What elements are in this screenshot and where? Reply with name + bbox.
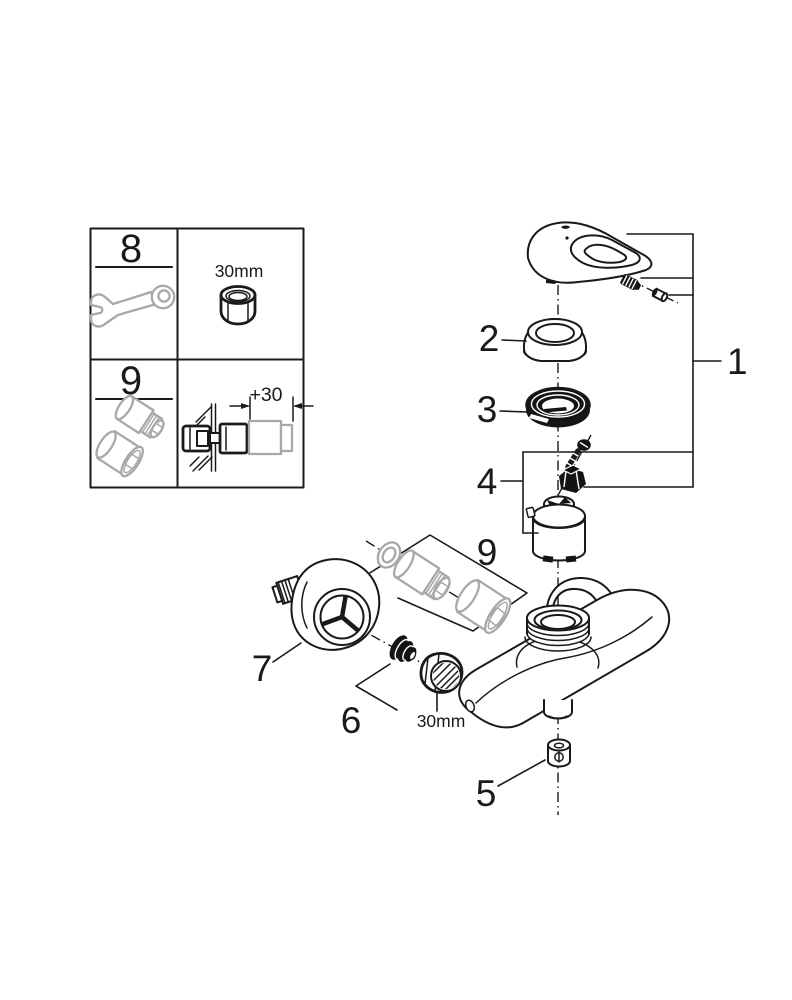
dimension-arrow-right bbox=[293, 403, 302, 409]
s-union-escutcheon-drawing bbox=[271, 558, 381, 651]
open-end-wrench-icon bbox=[89, 284, 176, 328]
callout-4: 4 bbox=[477, 461, 498, 502]
leader-7 bbox=[272, 642, 302, 663]
mounting-nut-drawing bbox=[525, 386, 591, 428]
handle-grub-screw-drawing bbox=[620, 274, 642, 290]
legend-nut-size-label: 30mm bbox=[215, 261, 264, 281]
hex-nut-icon bbox=[219, 285, 257, 326]
washer-drawing bbox=[376, 541, 402, 569]
wall-extension-installation-icon bbox=[181, 396, 314, 472]
leader-3 bbox=[499, 410, 528, 413]
body-outlet-stub bbox=[543, 699, 573, 720]
union-nut-drawing bbox=[419, 652, 464, 694]
bracket-6 bbox=[355, 663, 398, 711]
extension-fittings-icon bbox=[95, 394, 165, 478]
legend-box-border bbox=[89, 227, 305, 489]
callout-5: 5 bbox=[476, 773, 497, 814]
callout-7: 7 bbox=[252, 648, 273, 689]
legend-installation-cell: +30 bbox=[181, 384, 314, 472]
legend-number-9: 9 bbox=[120, 359, 142, 403]
callout-2: 2 bbox=[479, 318, 500, 359]
legend-dimension-label: +30 bbox=[249, 384, 282, 406]
extension-set-drawing bbox=[376, 541, 512, 635]
cap-ring-drawing bbox=[522, 318, 588, 362]
lever-handle-drawing bbox=[526, 221, 653, 284]
dimension-arrow-left bbox=[241, 403, 250, 409]
cartridge-adapter-drawing bbox=[559, 464, 586, 493]
callout-9: 9 bbox=[477, 532, 498, 573]
outlet-bushing-drawing bbox=[547, 738, 571, 768]
nut-size-label: 30mm bbox=[417, 711, 466, 731]
legend-extension-cell: 9 bbox=[95, 359, 173, 478]
cartridge-screw-drawing bbox=[565, 439, 591, 470]
legend-tool-cell: 8 bbox=[89, 227, 176, 328]
extension-fitting-drawing bbox=[392, 549, 451, 601]
bracket-1 bbox=[522, 233, 722, 488]
callout-6: 6 bbox=[341, 700, 362, 741]
extension-socket-drawing bbox=[454, 578, 512, 635]
leader-5 bbox=[497, 759, 546, 787]
callout-3: 3 bbox=[477, 389, 498, 430]
legend-number-8: 8 bbox=[120, 227, 142, 271]
leader-2 bbox=[501, 339, 527, 342]
bracket-9 bbox=[364, 534, 528, 632]
bracket-4 bbox=[500, 451, 539, 534]
body-collar-threads bbox=[524, 604, 592, 652]
legend-nut-cell: 30mm bbox=[215, 261, 264, 326]
cartridge-drawing bbox=[525, 495, 586, 563]
callout-1: 1 bbox=[727, 341, 748, 382]
legend-box: 8 30mm 9 bbox=[89, 227, 314, 489]
handle-plug-drawing bbox=[651, 287, 669, 303]
seal-drawing bbox=[389, 635, 417, 662]
faucet-body-drawing bbox=[458, 576, 671, 729]
